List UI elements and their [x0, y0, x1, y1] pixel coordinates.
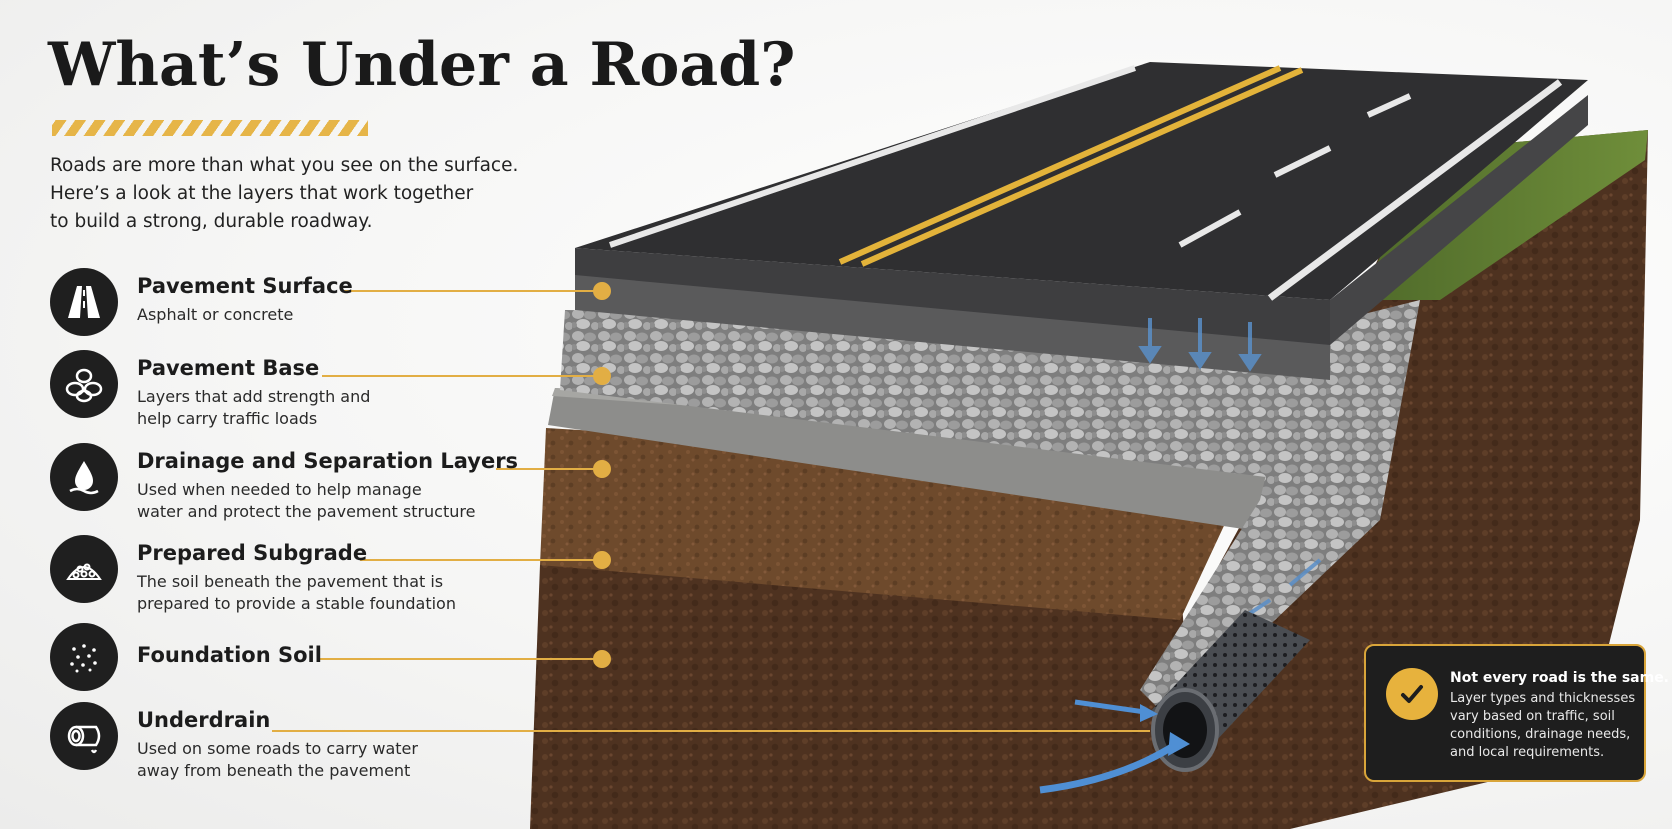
layer-description-line: help carry traffic loads	[137, 409, 318, 428]
gravel-pile-icon	[50, 535, 118, 603]
layer-description-line: water and protect the pavement structure	[137, 502, 476, 521]
hazard-stripe-divider	[52, 120, 368, 136]
intro-line: Roads are more than what you see on the …	[50, 155, 519, 176]
layer-description: Asphalt or concrete	[137, 304, 293, 326]
intro-text: Roads are more than what you see on the …	[50, 152, 520, 236]
layer-name: Pavement Surface	[137, 274, 353, 298]
layer-name: Prepared Subgrade	[137, 541, 368, 565]
layer-description: Layers that add strength and help carry …	[137, 386, 370, 430]
layer-description-line: Used on some roads to carry water	[137, 739, 418, 758]
page-title: What’s Under a Road?	[48, 30, 796, 100]
soil-dots-icon	[50, 623, 118, 691]
layer-name: Underdrain	[137, 708, 271, 732]
road-icon	[50, 268, 118, 336]
layer-description-line: Layers that add strength and	[137, 387, 371, 406]
note-title: Not every road is the same.	[1450, 670, 1670, 686]
layer-description-line: Asphalt or concrete	[137, 305, 294, 324]
note-line: conditions, drainage needs,	[1450, 727, 1631, 742]
intro-line: to build a strong, durable roadway.	[50, 211, 373, 232]
layer-name: Foundation Soil	[137, 643, 322, 667]
layer-description-line: Used when needed to help manage	[137, 480, 422, 499]
stones-icon	[50, 350, 118, 418]
note-line: vary based on traffic, soil	[1450, 709, 1615, 724]
note-body: Layer types and thicknesses vary based o…	[1450, 690, 1635, 762]
layer-name: Drainage and Separation Layers	[137, 449, 519, 473]
layer-description: Used when needed to help manage water an…	[137, 479, 475, 523]
layer-description-line: prepared to provide a stable foundation	[137, 594, 456, 613]
layer-name: Pavement Base	[137, 356, 320, 380]
layer-description: The soil beneath the pavement that is pr…	[137, 571, 456, 615]
pipe-icon	[50, 702, 118, 770]
intro-line: Here’s a look at the layers that work to…	[50, 183, 474, 204]
water-drop-icon	[50, 443, 118, 511]
layer-description-line: The soil beneath the pavement that is	[137, 572, 444, 591]
note-box: Not every road is the same. Layer types …	[1364, 644, 1669, 782]
layer-description-line: away from beneath the pavement	[137, 761, 411, 780]
layer-description: Used on some roads to carry water away f…	[137, 738, 418, 782]
checkmark-icon	[1386, 668, 1438, 720]
note-line: Layer types and thicknesses	[1450, 691, 1636, 706]
note-line: and local requirements.	[1450, 745, 1605, 760]
